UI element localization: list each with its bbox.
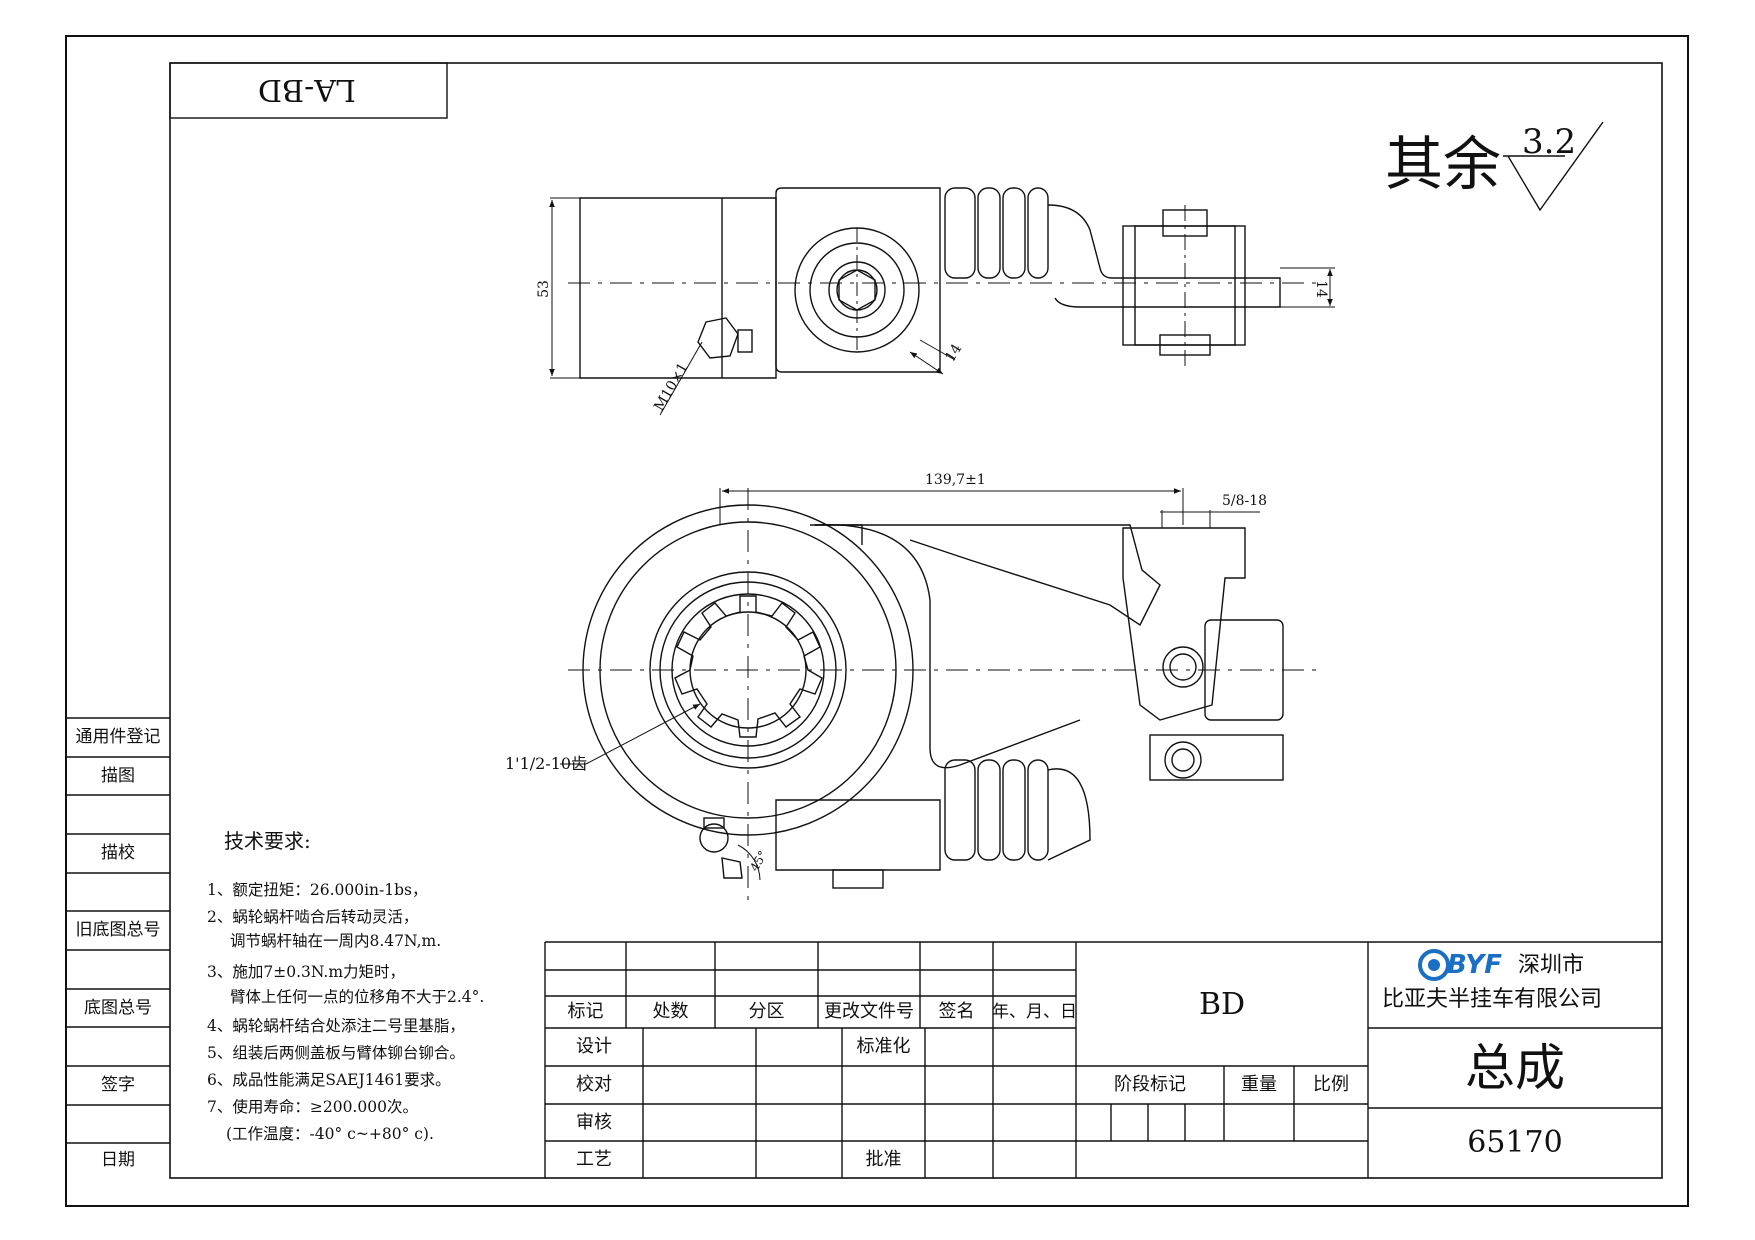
requirement-line: 2、蜗轮蜗杆啮合后转动灵活， [207, 908, 419, 926]
weight-label: 重量 [1241, 1074, 1277, 1095]
requirements-title: 技术要求: [224, 829, 311, 853]
rev-header-sign: 签名 [938, 1001, 975, 1022]
dim-width-53: 53 [535, 280, 552, 298]
top-view [568, 187, 1322, 379]
rev-header-mark: 标记 [567, 1001, 604, 1022]
rev-header-count: 处数 [652, 1001, 689, 1022]
dim-shaft-14: 14 [1312, 280, 1329, 298]
requirement-line: 5、组装后两侧盖板与臂体铆台铆合。 [207, 1044, 465, 1062]
sign-standard: 标准化 [856, 1036, 911, 1057]
sign-review: 审核 [576, 1111, 612, 1133]
left-col-drawing: 描图 [101, 765, 135, 786]
scale-label: 比例 [1313, 1074, 1349, 1095]
outer-frame [65, 35, 1689, 1207]
byf-logo-icon [1418, 949, 1450, 981]
sign-process: 工艺 [576, 1148, 612, 1170]
requirement-line: (工作温度：-40° c~+80° c). [226, 1125, 434, 1143]
left-col-date: 日期 [101, 1150, 135, 1170]
front-view-dims [560, 488, 1260, 881]
left-col-signature: 签字 [101, 1075, 135, 1095]
sign-approve: 批准 [865, 1148, 902, 1170]
roughness-symbol [1503, 121, 1604, 212]
left-col-trace-check: 描校 [101, 843, 135, 863]
company-city: 深圳市 [1518, 953, 1585, 978]
dim-spline: 1'1/2-10齿 [505, 754, 588, 773]
inner-frame [169, 62, 1663, 1179]
sign-design: 设计 [576, 1036, 612, 1057]
requirement-line: 4、蜗轮蜗杆结合处添注二号里基脂， [207, 1017, 465, 1035]
part-name: 总成 [1465, 1039, 1565, 1097]
left-col-old-base: 旧底图总号 [75, 920, 161, 940]
stage-label: 阶段标记 [1114, 1074, 1186, 1095]
drawing-code: LA-BD [258, 72, 356, 107]
requirement-line: 7、使用寿命：≥200.000次。 [207, 1098, 418, 1116]
part-number: 65170 [1467, 1125, 1563, 1160]
requirement-line: 臂体上任何一点的位移角不大于2.4°. [230, 988, 485, 1006]
company-name: 比亚夫半挂车有限公司 [1382, 987, 1603, 1012]
company-logo-text: BYF [1447, 950, 1502, 980]
dim-length: 139,7±1 [925, 472, 986, 488]
dim-bolt: 5/8-18 [1222, 493, 1268, 509]
roughness-prefix: 其余 [1385, 130, 1502, 198]
requirement-line: 6、成品性能满足SAEJ1461要求。 [207, 1071, 451, 1089]
material: BD [1198, 987, 1246, 1022]
top-view-dims [549, 197, 1335, 416]
left-col-general-parts: 通用件登记 [75, 727, 161, 747]
company-logo [1418, 948, 1518, 981]
code-box [169, 62, 448, 119]
title-block-grid [544, 941, 1662, 1178]
left-column-grid [66, 717, 170, 1144]
requirement-line: 1、额定扭矩：26.000in-1bs， [207, 881, 428, 899]
roughness-value: 3.2 [1522, 122, 1577, 162]
front-view [568, 488, 1322, 900]
requirement-line: 调节蜗杆轴在一周内8.47N,m. [230, 932, 442, 950]
rev-header-zone: 分区 [748, 1001, 785, 1022]
sign-proofread: 校对 [576, 1074, 612, 1095]
rev-header-doc: 更改文件号 [824, 1001, 914, 1022]
left-col-base-number: 底图总号 [84, 997, 152, 1018]
requirement-line: 3、施加7±0.3N.m力矩时， [207, 963, 406, 981]
rev-header-date: 年、月、日 [992, 1001, 1077, 1022]
